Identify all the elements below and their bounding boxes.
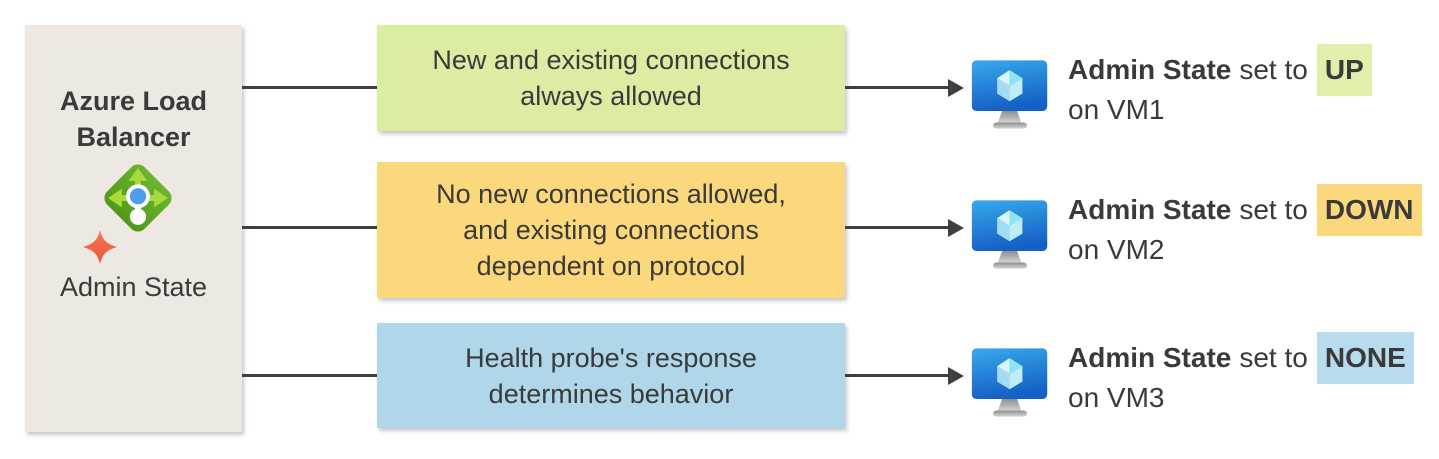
arrow-right-icon: [948, 218, 964, 237]
vm-monitor-icon: [971, 200, 1048, 269]
load-balancer-icon: [104, 164, 172, 232]
connector-line: [242, 374, 377, 377]
vm-name-label: on VM3: [1068, 382, 1165, 413]
state-chip-up: UP: [1316, 44, 1372, 96]
arrow-right-icon: [948, 78, 964, 97]
admin-state-bold-label: Admin State: [1068, 194, 1232, 225]
connector-line: [242, 226, 377, 229]
set-to-text: set to: [1239, 342, 1308, 373]
load-balancer-panel: Azure Load Balancer: [25, 25, 242, 432]
admin-state-bold-label: Admin State: [1068, 342, 1232, 373]
behavior-box-down: No new connections allowed, and existing…: [377, 162, 845, 298]
state-chip-down: DOWN: [1316, 184, 1422, 236]
set-to-text: set to: [1239, 194, 1308, 225]
connector-line: [242, 86, 377, 89]
admin-state-bold-label: Admin State: [1068, 54, 1232, 85]
arrow-right-icon: [948, 366, 964, 385]
sparkle-icon: [82, 229, 118, 265]
state-chip-none: NONE: [1316, 332, 1414, 384]
behavior-box-up: New and existing connections always allo…: [377, 25, 845, 131]
arrow-connector: [845, 226, 949, 229]
vm-name-label: on VM1: [1068, 94, 1165, 125]
vm-monitor-icon: [971, 348, 1048, 417]
arrow-connector: [845, 86, 949, 89]
load-balancer-title: Azure Load Balancer: [59, 86, 207, 152]
load-balancer-icon-group: [25, 157, 242, 273]
vm-monitor-icon: [971, 60, 1048, 129]
set-to-text: set to: [1239, 54, 1308, 85]
admin-state-label: Admin State: [59, 272, 208, 302]
arrow-connector: [845, 374, 949, 377]
behavior-box-none: Health probe's response determines behav…: [377, 323, 845, 428]
vm-name-label: on VM2: [1068, 234, 1165, 265]
